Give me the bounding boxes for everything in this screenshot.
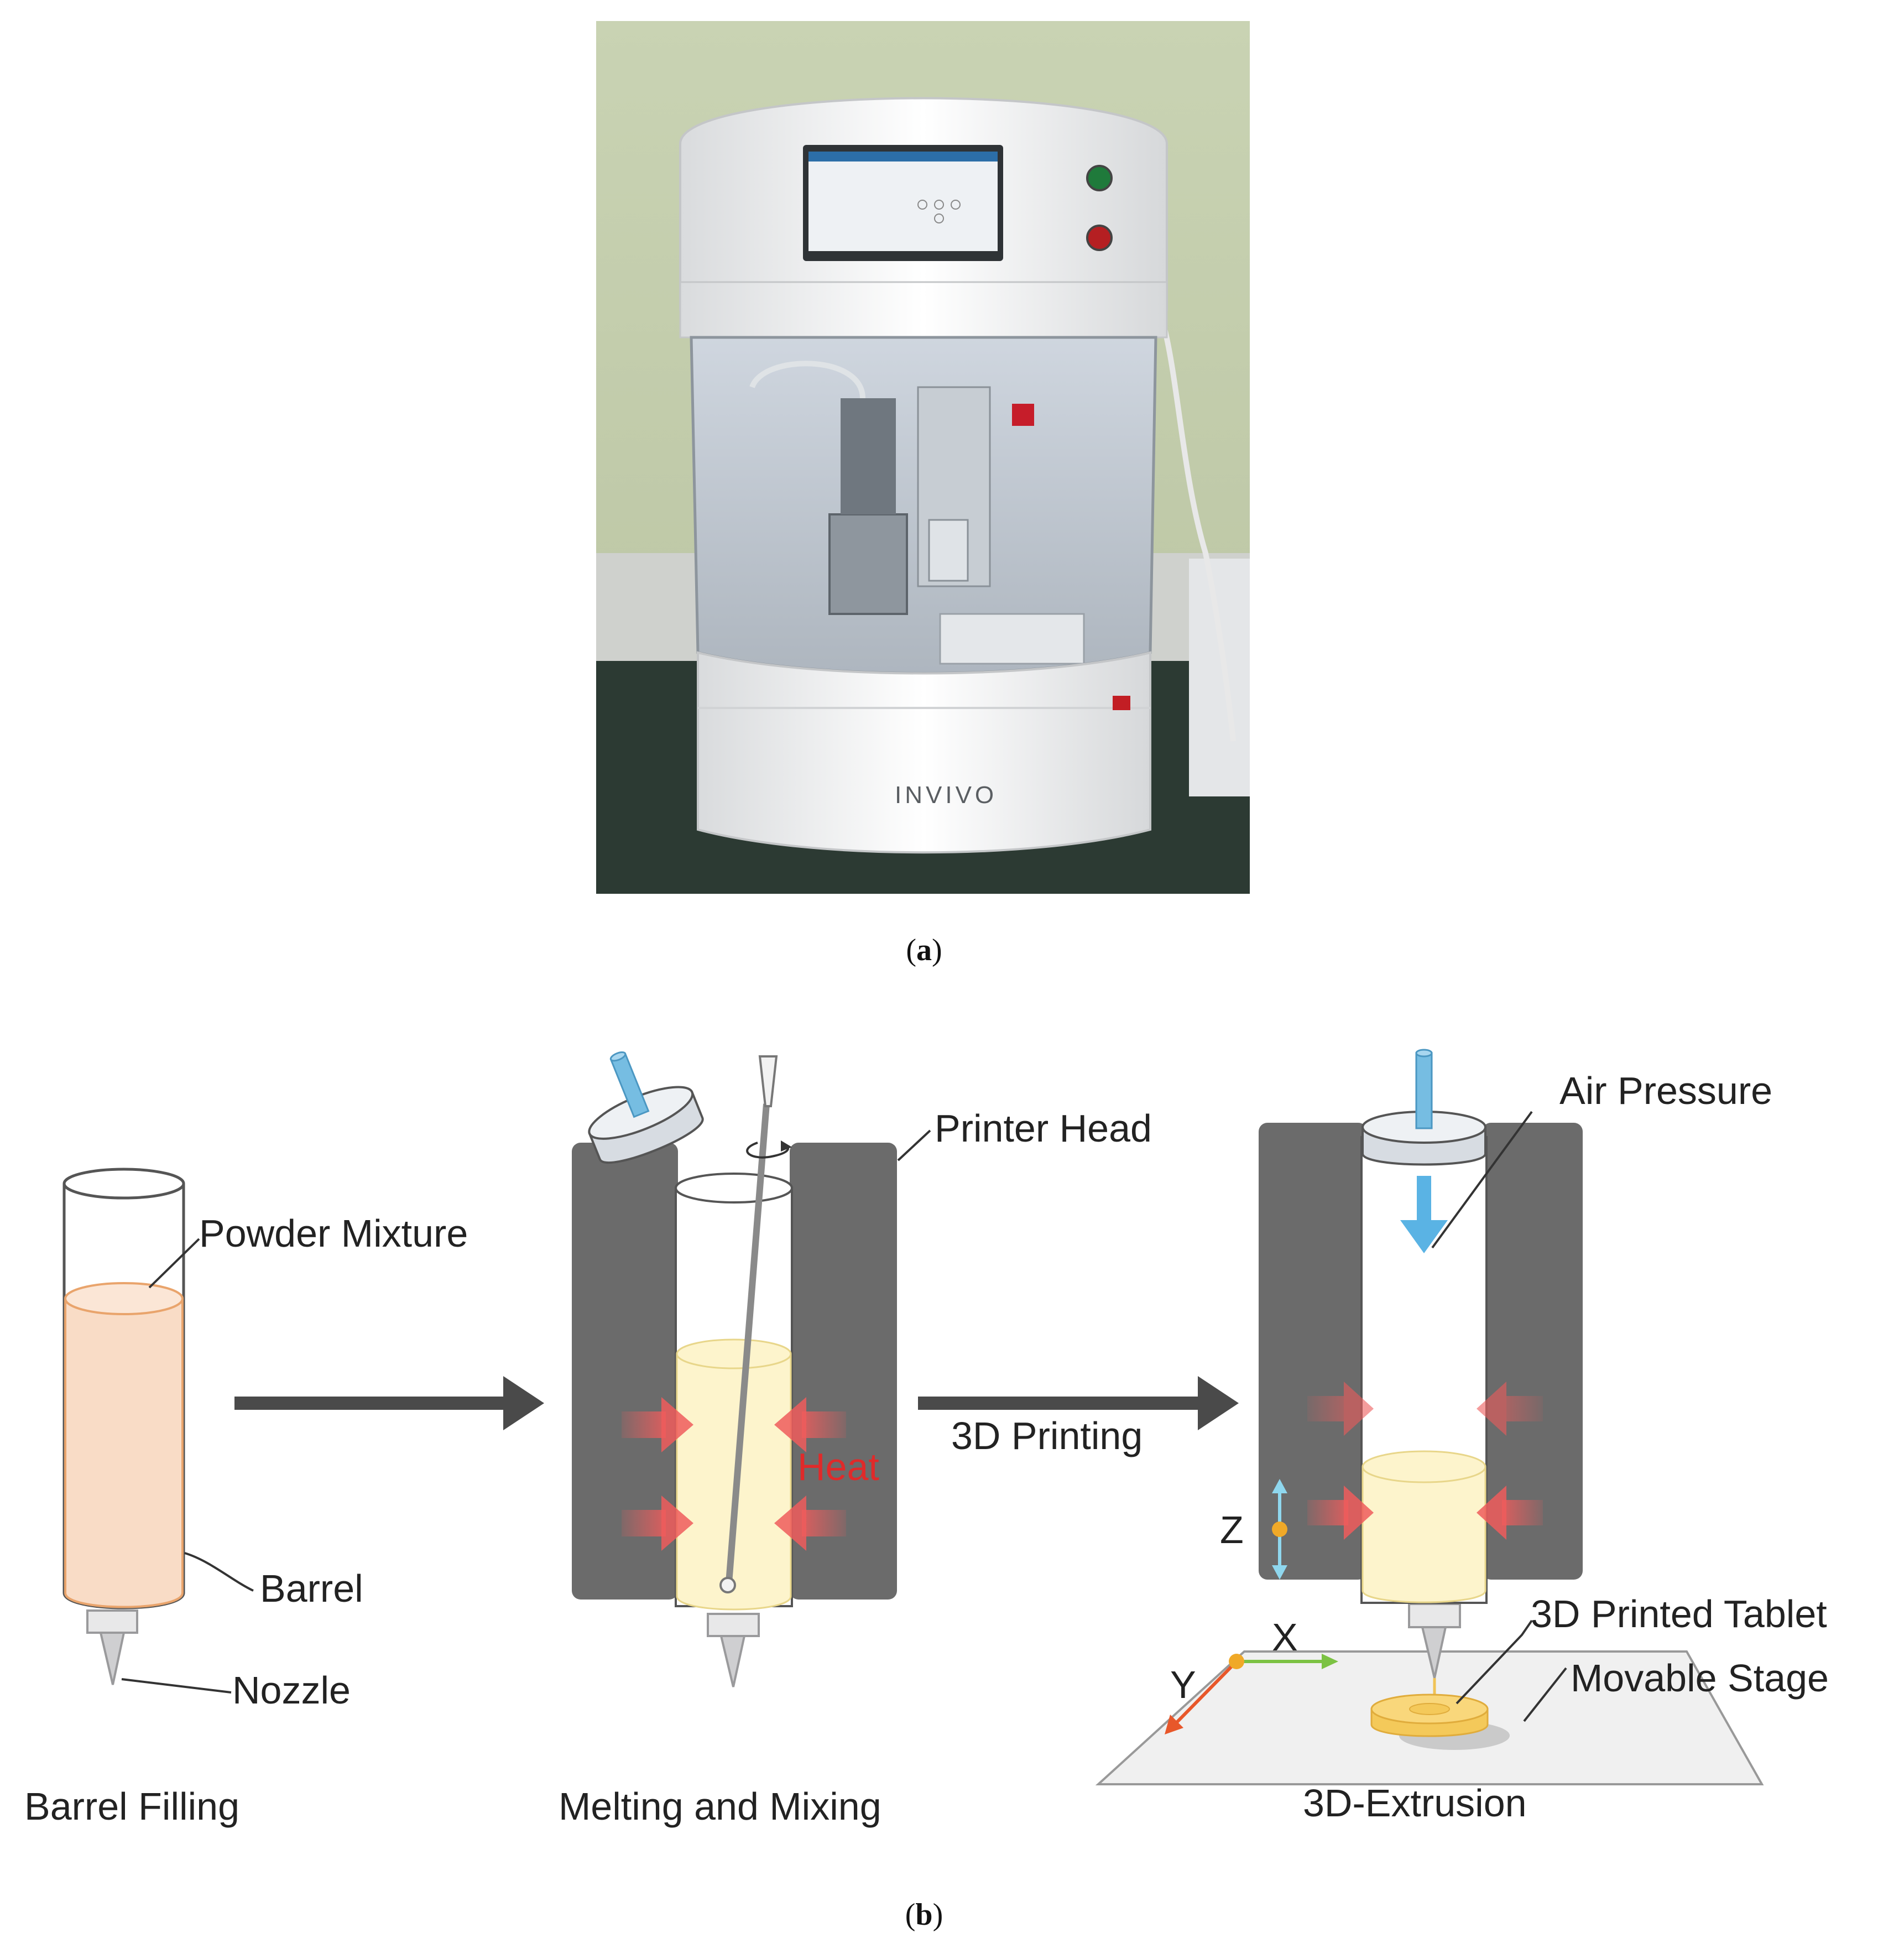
printer-middle-band [679,281,1168,338]
printer-base [697,651,1151,854]
leader-nozzle [121,1678,232,1694]
stage-3d-extrusion: Z X Y Air Pressure 3D Printed Tablet Mov… [1095,1049,1829,1825]
label-printer-head: Printer Head [935,1107,1152,1150]
label-3d-printing: 3D Printing [951,1414,1143,1457]
heat-arrow-lower-left [622,1496,693,1551]
z-axis-indicator [1272,1479,1287,1580]
print-head-assembly [828,513,908,615]
melt-nozzle [719,1635,746,1687]
barrel-lid [588,1051,704,1164]
stage3-title: 3D-Extrusion [1303,1781,1527,1825]
stirrer-rod [726,1103,770,1583]
label-heat: Heat [797,1445,879,1488]
stirrer-tip [719,1577,736,1593]
printer-photo: INVIVO [596,21,1250,894]
leader-printer-head [897,1129,931,1161]
extrusion-nozzle-hub [1408,1603,1461,1628]
barrel-nozzle [99,1632,126,1685]
molten-surface [676,1338,792,1369]
powder-mixture-fill [64,1298,184,1608]
red-stop-button [1086,225,1113,251]
stage1-title: Barrel Filling [24,1785,239,1828]
side-equipment [1189,559,1250,796]
label-axis-y: Y [1170,1663,1196,1706]
stirrer-paddle [758,1055,778,1107]
stage-melting-mixing: Heat Printer Head Melting and Mixing [559,1051,1152,1828]
leader-movable-stage [1523,1667,1567,1722]
heat-arrow-upper-right [774,1397,846,1452]
leader-powder-mixture [148,1238,200,1289]
printer-head-right-2 [1482,1123,1583,1580]
caption-a: (a) [906,933,942,967]
heat-arrow-lower-right [774,1496,846,1551]
screen-display [808,152,998,251]
air-tube [1415,1052,1433,1129]
leader-air-pressure [1431,1111,1533,1249]
xy-axis-indicator [1165,1654,1338,1734]
printer-head-left-2 [1259,1123,1367,1580]
printer-head-left [572,1143,678,1600]
red-plug [1113,696,1130,710]
leader-printed-tablet [1456,1619,1533,1705]
label-printed-tablet: 3D Printed Tablet [1531,1592,1827,1635]
heat-arrow-3-upper-left [1307,1382,1374,1436]
label-air-pressure: Air Pressure [1559,1069,1772,1112]
air-pressure-arrow [1400,1176,1448,1253]
melt-nozzle-hub [707,1613,760,1637]
stage2-title: Melting and Mixing [559,1785,881,1828]
rotation-arrow [746,1142,789,1159]
caption-b: (b) [905,1898,943,1932]
powder-surface [64,1282,184,1315]
label-barrel: Barrel [260,1567,363,1610]
extrusion-melt [1362,1466,1486,1603]
heat-arrow-upper-left [622,1397,693,1452]
printer-brand-logo: INVIVO [895,782,997,809]
label-axis-z: Z [1220,1508,1244,1551]
melt-barrel-rim [675,1173,793,1204]
heat-arrow-3-upper-right [1477,1382,1543,1436]
label-axis-x: X [1272,1616,1298,1659]
process-arrow-1 [234,1376,544,1430]
heat-arrow-3-lower-left [1307,1486,1374,1540]
barrel-nozzle-hub [86,1609,138,1634]
green-power-button [1086,165,1113,191]
label-nozzle: Nozzle [232,1669,351,1712]
heat-arrow-3-lower-right [1477,1486,1543,1540]
label-powder-mixture: Powder Mixture [199,1212,468,1255]
leader-barrel [184,1552,254,1592]
label-movable-stage: Movable Stage [1571,1656,1829,1700]
barrel-top-rim [62,1168,185,1200]
process-arrow-2: 3D Printing [918,1376,1239,1457]
printer-head-right [790,1143,897,1600]
stage-barrel-filling: Powder Mixture Barrel Nozzle Barrel Fill… [24,1168,468,1828]
extrusion-melt-surface [1362,1450,1486,1483]
